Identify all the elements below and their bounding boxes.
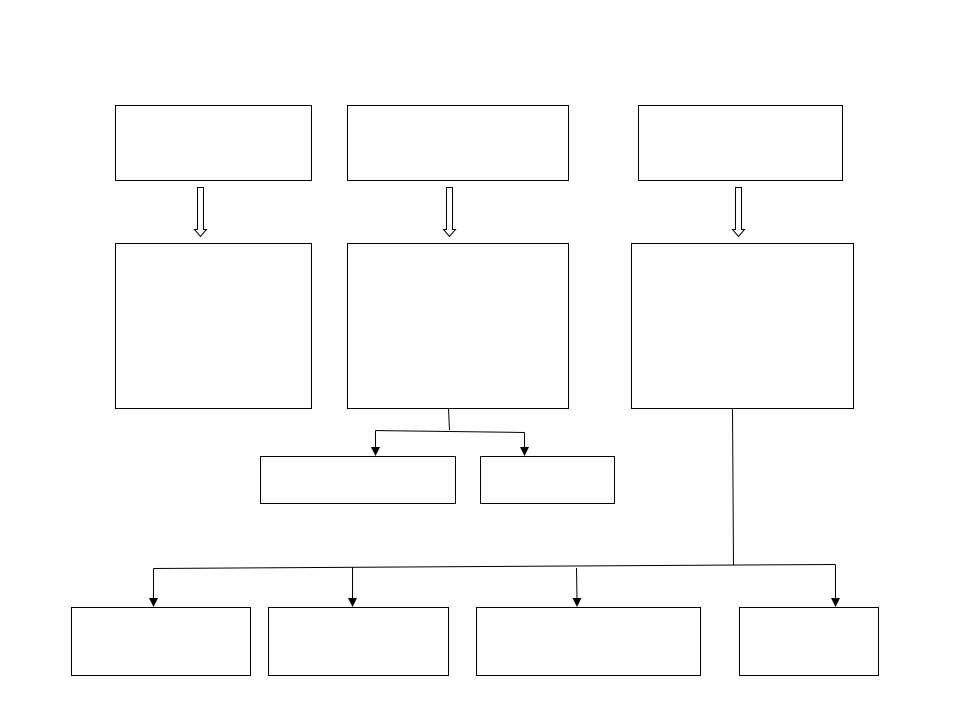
connector-mid-right-bottom [149,408,840,607]
connector-mid-center-branches [371,408,529,456]
node-top-left [115,105,312,181]
node-top-center [347,105,569,181]
hollow-arrow-center [442,187,457,238]
arrowhead-bottom-1 [149,598,158,607]
node-mid-left [115,243,312,409]
arrowhead-bottom-3 [572,598,582,607]
arrowhead-branch-b [520,447,529,456]
node-mid-right [631,243,854,409]
node-branch-a [260,456,456,504]
arrowhead-branch-a [371,447,380,456]
node-mid-center [347,243,569,409]
hollow-arrow-left [193,187,208,238]
node-top-right [638,105,843,181]
arrowhead-bottom-2 [348,598,357,607]
node-bottom-1 [71,607,251,676]
hollow-arrow-right [731,187,746,238]
node-branch-b [480,456,615,504]
node-bottom-3 [476,607,701,676]
node-bottom-4 [739,607,879,676]
arrowhead-bottom-4 [831,598,840,607]
node-bottom-2 [268,607,449,676]
